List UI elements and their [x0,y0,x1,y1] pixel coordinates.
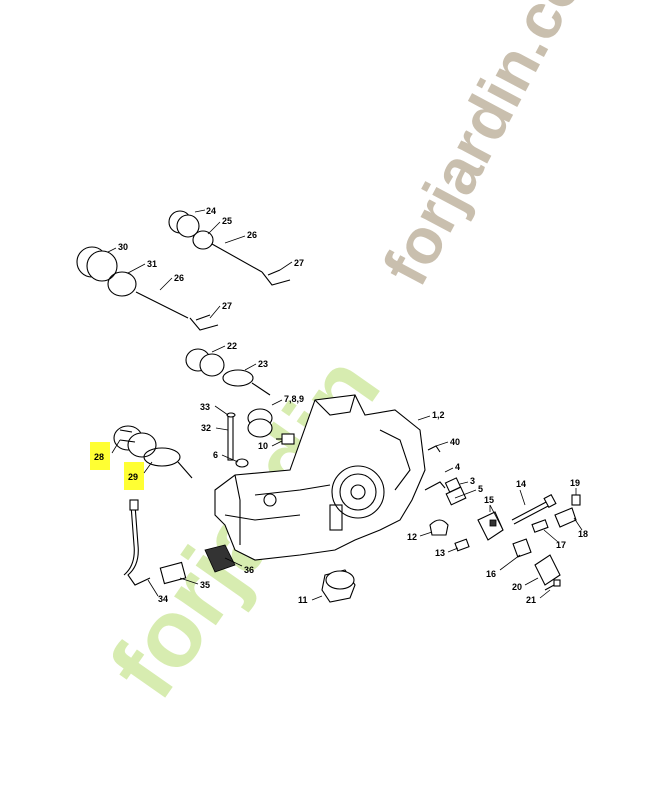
part-30 [76,246,118,282]
part-13 [454,538,470,552]
part-20 [534,554,561,586]
leader-lines [107,209,583,601]
label-26b: 26 [174,273,184,283]
part-31 [107,271,137,297]
label-23: 23 [258,359,268,369]
label-26a: 26 [247,230,257,240]
part-35 [159,561,187,585]
label-25: 25 [222,216,232,226]
part-25 [192,230,214,250]
part-34 [123,499,151,586]
label-33: 33 [200,402,210,412]
label-1-2: 1,2 [432,410,445,420]
label-6: 6 [213,450,218,460]
highlight-28 [90,442,110,470]
label-28: 28 [94,452,104,462]
label-14: 14 [516,479,526,489]
part-27b [189,314,219,331]
part-29 [143,447,193,479]
part-27a [261,269,291,286]
label-4: 4 [455,462,460,472]
part-5 [445,486,467,506]
part-24 [168,210,200,238]
label-20: 20 [512,582,522,592]
label-34: 34 [158,594,168,604]
label-3: 3 [470,476,475,486]
part-26a [211,243,263,273]
part-7-8-9 [247,408,273,438]
label-5: 5 [478,484,483,494]
label-22: 22 [227,341,237,351]
label-19: 19 [570,478,580,488]
highlight-29 [124,462,144,490]
crankcase [214,394,426,561]
part-6 [235,458,249,468]
label-30: 30 [118,242,128,252]
part-22 [185,348,225,377]
part-40 [427,445,441,453]
part-18-19 [554,494,581,528]
part-16 [512,538,532,558]
part-17 [531,519,549,533]
label-27b: 27 [222,301,232,311]
label-40: 40 [450,437,460,447]
label-36: 36 [244,565,254,575]
part-26b [135,291,189,319]
part-15 [477,511,504,541]
part-36 [204,544,236,573]
label-7-8-9: 7,8,9 [284,394,304,404]
label-21: 21 [526,595,536,605]
label-35: 35 [200,580,210,590]
label-29: 29 [128,472,138,482]
label-31: 31 [147,259,157,269]
label-17: 17 [556,540,566,550]
label-16: 16 [486,569,496,579]
part-14 [511,493,557,525]
part-32-33 [226,412,236,461]
label-10: 10 [258,441,268,451]
label-11: 11 [298,595,308,605]
label-32: 32 [201,423,211,433]
label-27a: 27 [294,258,304,268]
part-28 [113,425,157,458]
label-13: 13 [435,548,445,558]
watermark-upper: forjardin.com [369,0,625,297]
label-18: 18 [578,529,588,539]
label-24: 24 [206,206,216,216]
part-23 [222,369,271,396]
label-12: 12 [407,532,417,542]
part-12 [429,519,449,536]
label-15: 15 [484,495,494,505]
part-10 [276,433,295,445]
part-21 [544,579,561,591]
part-11 [321,569,356,603]
